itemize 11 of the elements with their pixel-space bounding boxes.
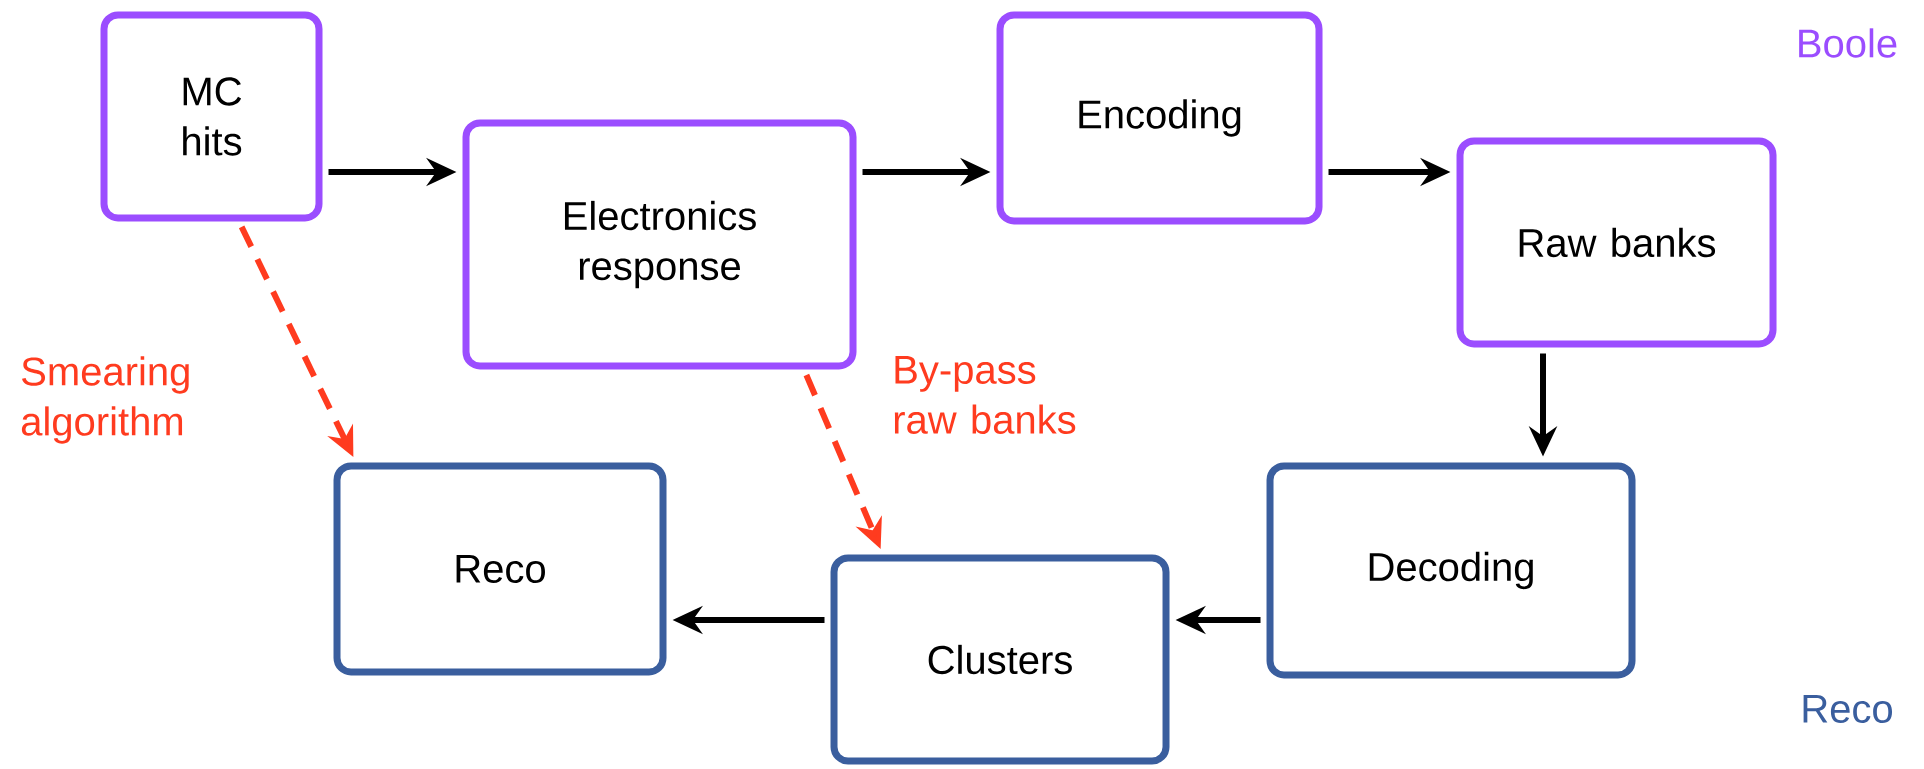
process-box: Reco xyxy=(333,462,667,676)
process-box: Encoding xyxy=(996,11,1323,225)
process-box: Electronics response xyxy=(462,119,857,370)
process-box: Decoding xyxy=(1266,462,1636,679)
section-label: Reco xyxy=(1803,695,1892,723)
process-box: Clusters xyxy=(830,554,1170,765)
process-box: MC hits xyxy=(100,11,323,222)
process-box: Raw banks xyxy=(1456,137,1777,348)
edge-label: Smearing algorithm xyxy=(21,356,189,444)
section-label: Boole xyxy=(1799,28,1897,58)
edge-label: By-pass raw banks xyxy=(894,356,1076,434)
